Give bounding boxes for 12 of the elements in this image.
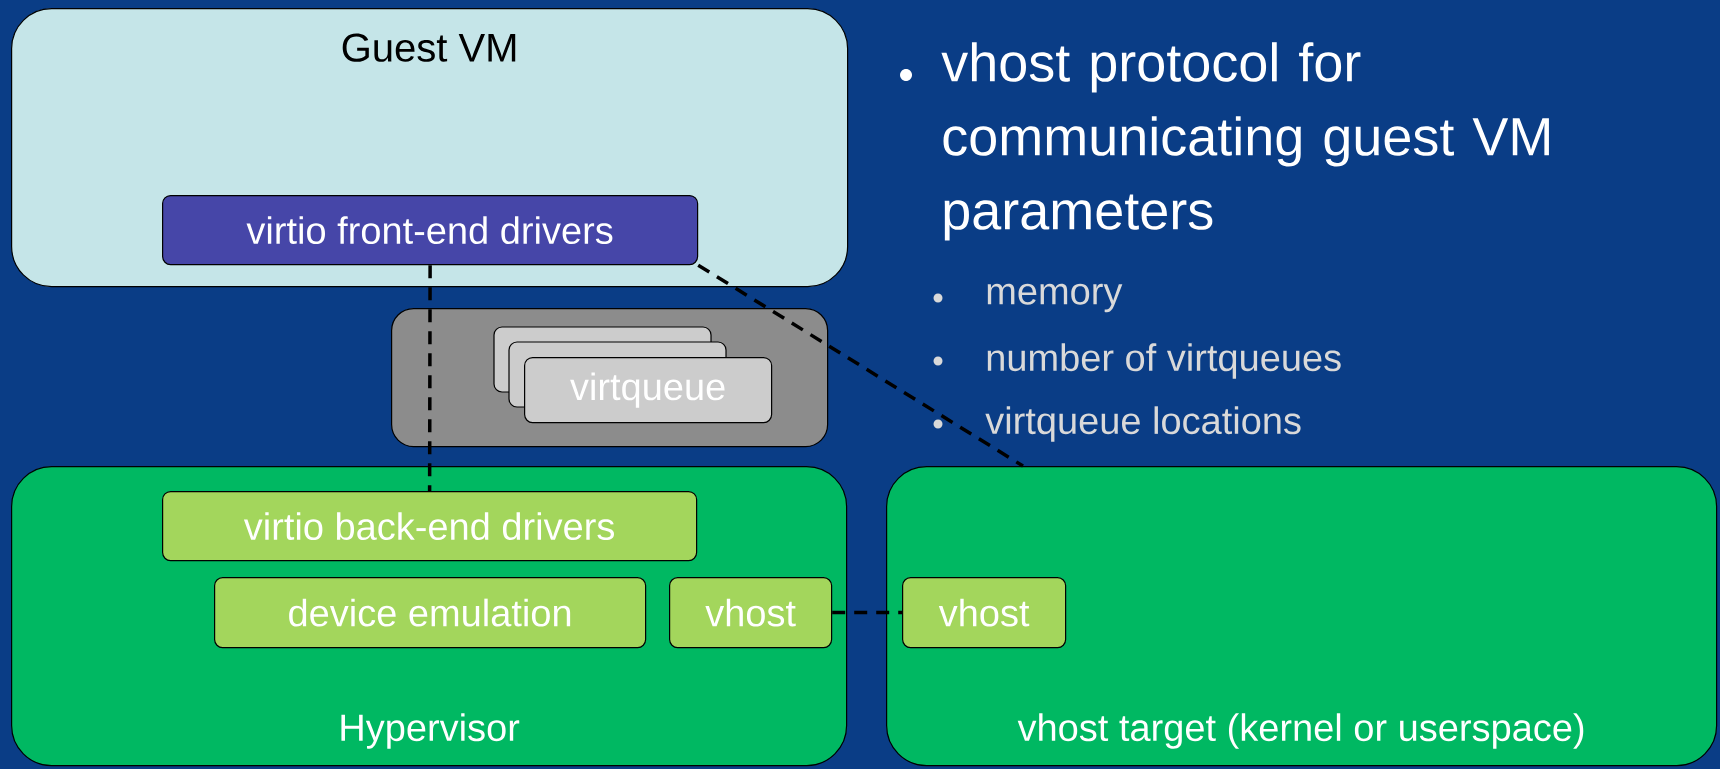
- vhost-box: vhost: [669, 577, 833, 649]
- vhost-box: vhost: [902, 577, 1067, 649]
- bullet-item: vhost protocol for communicating guest VM parameters: [900, 42, 1549, 241]
- driver-box: virtio front-end drivers: [162, 195, 699, 266]
- bullet-item: memory: [933, 283, 1123, 313]
- connector-line: [697, 263, 1024, 468]
- component-box: device emulation: [214, 577, 647, 649]
- connector-line: [832, 610, 902, 615]
- driver-box: virtio back-end drivers: [162, 491, 698, 562]
- bullet-item: number of virtqueues: [933, 343, 1341, 379]
- connector-line: [427, 265, 432, 491]
- bullet-item: virtqueue locations: [933, 406, 1301, 442]
